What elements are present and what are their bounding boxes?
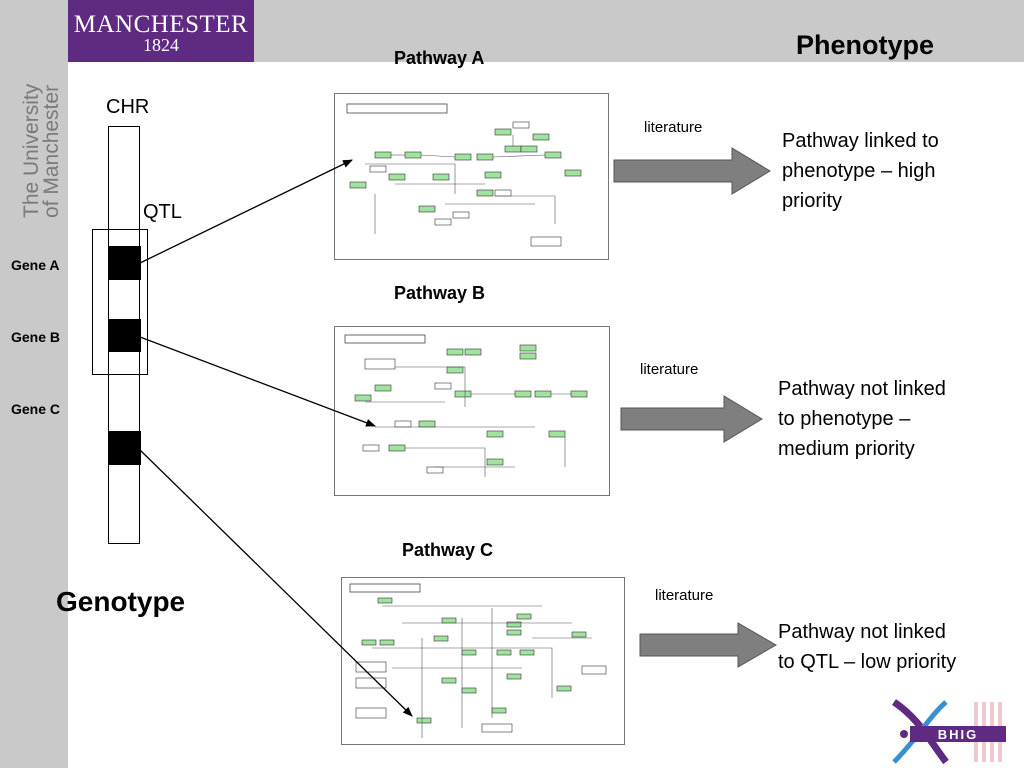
desc-b-line-2: to phenotype – — [778, 408, 911, 430]
pathway-b-image — [334, 326, 610, 496]
literature-arrow-b — [620, 395, 763, 443]
logo-name: MANCHESTER — [73, 11, 249, 38]
gene-b-to-pathway-b-arrow — [139, 336, 376, 427]
desc-c-line-1: Pathway not linked — [778, 621, 946, 643]
pathway-a-title: Pathway A — [394, 48, 485, 68]
desc-a-line-1: Pathway linked to — [782, 130, 939, 152]
qtl-region-box — [92, 229, 148, 375]
pathway-b-title: Pathway B — [394, 283, 486, 303]
pathway-c-image — [341, 577, 625, 745]
pathway-c-diagram — [349, 583, 607, 738]
gene-b-band — [109, 319, 141, 352]
gene-c-to-pathway-c-arrow — [139, 449, 413, 717]
pathway-a-description: Pathway linked to phenotype – high prior… — [782, 126, 939, 216]
genotype-label: Genotype — [56, 586, 186, 617]
qtl-label: QTL — [143, 201, 182, 223]
literature-arrow-c — [639, 622, 777, 668]
bhig-logo-text: BHIG — [938, 727, 979, 742]
pathway-c-title: Pathway C — [402, 540, 494, 560]
bhig-logo-graphic: BHIG — [892, 699, 1006, 765]
pathway-b-description: Pathway not linked to phenotype – medium… — [778, 374, 946, 464]
pathway-a-image — [334, 93, 609, 260]
gene-c-label: Gene C — [11, 401, 61, 417]
literature-label-a: literature — [644, 119, 703, 136]
bhig-logo: BHIG — [888, 698, 1008, 766]
literature-label-b: literature — [640, 361, 699, 378]
gene-a-label: Gene A — [11, 257, 60, 273]
pathway-c-description: Pathway not linked to QTL – low priority — [778, 617, 956, 677]
gene-b-label: Gene B — [11, 329, 61, 345]
logo-year: 1824 — [143, 35, 179, 55]
desc-a-line-2: phenotype – high — [782, 160, 936, 182]
desc-b-line-3: medium priority — [778, 438, 915, 460]
manchester-logo: MANCHESTER 1824 — [68, 0, 254, 62]
pathway-b-diagram — [344, 334, 588, 477]
gene-a-to-pathway-a-arrow — [139, 159, 353, 264]
gene-a-band — [109, 246, 141, 280]
left-side-band — [0, 0, 68, 768]
desc-c-line-2: to QTL – low priority — [778, 651, 957, 673]
desc-b-line-1: Pathway not linked — [778, 378, 946, 400]
literature-arrow-a — [613, 147, 771, 195]
gene-c-band — [109, 431, 141, 465]
chr-label: CHR — [106, 96, 150, 118]
literature-label-c: literature — [655, 587, 714, 604]
phenotype-title: Phenotype — [796, 30, 935, 60]
pathway-a-diagram — [346, 103, 582, 247]
desc-a-line-3: priority — [782, 190, 843, 212]
